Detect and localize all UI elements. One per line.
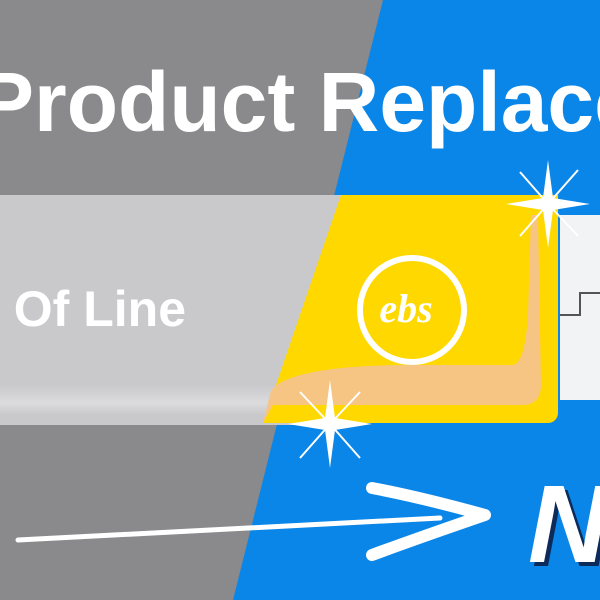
new-label-text: N	[528, 463, 600, 586]
sparkle-bottom-left	[288, 380, 372, 468]
ebs-logo-text: ebs	[379, 286, 432, 331]
new-product-card	[560, 215, 600, 400]
end-of-line-text: l Of Line	[0, 281, 186, 337]
card-shading	[263, 215, 541, 423]
sparkle-top-right	[506, 160, 590, 248]
waveform-icon	[560, 292, 600, 316]
headline-title: Product Replace	[0, 55, 600, 149]
